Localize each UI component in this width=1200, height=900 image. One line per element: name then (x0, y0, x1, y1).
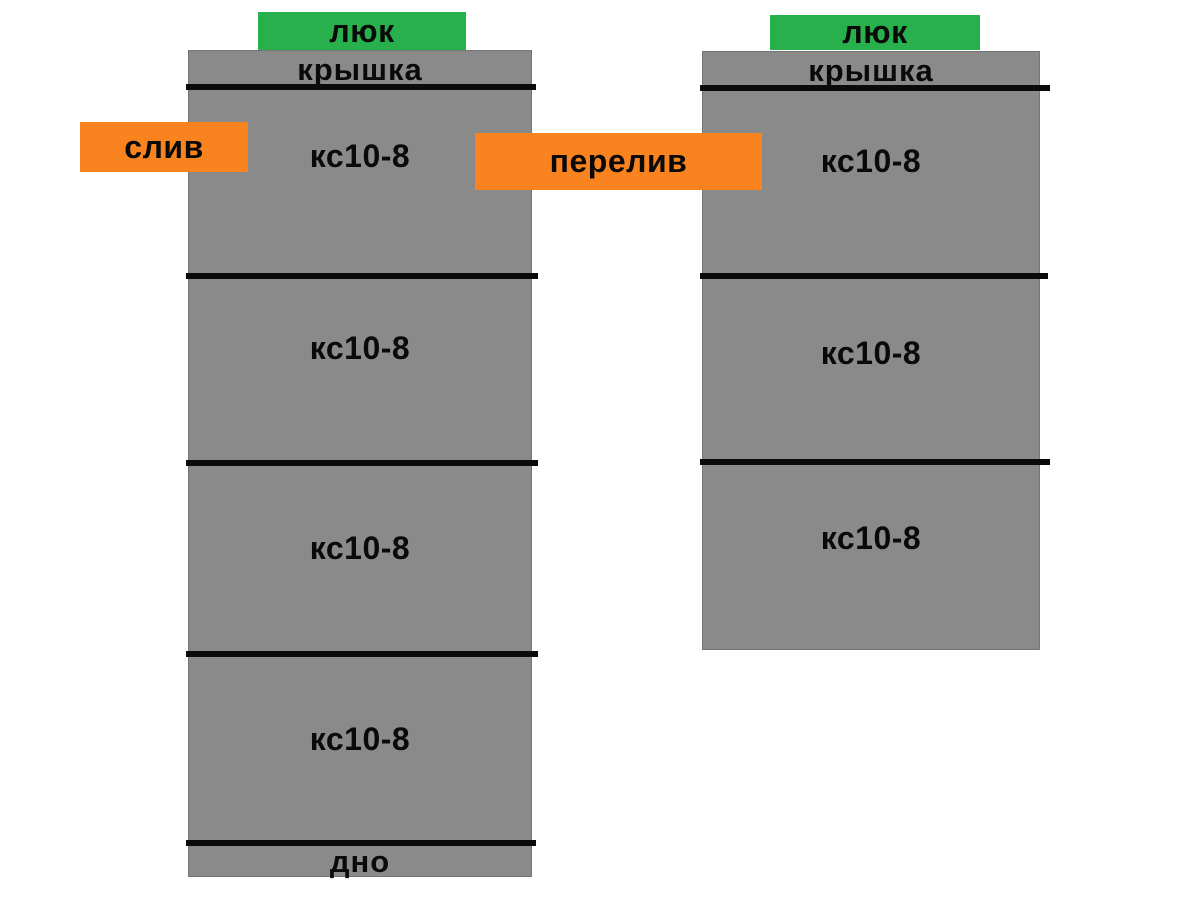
left-ring-label-2: кс10-8 (309, 330, 411, 366)
left-joint-line-3 (186, 460, 538, 466)
left-hatch-label: люк (329, 12, 395, 49)
right-joint-line-1 (700, 85, 1050, 91)
left-bottom-label: дно (329, 844, 391, 879)
overflow-tag: перелив (475, 133, 762, 190)
right-well-body: крышка кс10-8 кс10-8 кс10-8 (700, 51, 1050, 650)
left-ring-label-1: кс10-8 (309, 138, 411, 174)
left-cover-label: крышка (297, 52, 423, 87)
left-well-body: крышка кс10-8 кс10-8 кс10-8 кс10-8 дно (186, 50, 538, 879)
drain-tag-label: слив (124, 128, 204, 165)
right-joint-line-3 (700, 459, 1050, 465)
right-hatch-label: люк (842, 14, 908, 50)
left-joint-line-5 (186, 840, 536, 846)
right-hatch-box: люк (770, 14, 980, 50)
right-joint-line-2 (700, 273, 1048, 279)
drain-tag: слив (80, 122, 248, 172)
right-ring-label-3: кс10-8 (820, 520, 922, 556)
left-joint-line-2 (186, 273, 538, 279)
overflow-tag-label: перелив (549, 143, 688, 179)
left-joint-line-1 (186, 84, 536, 90)
left-hatch-box: люк (258, 12, 466, 50)
right-ring-label-2: кс10-8 (820, 335, 922, 371)
left-joint-line-4 (186, 651, 538, 657)
left-ring-label-4: кс10-8 (309, 721, 411, 757)
right-cover-label: крышка (808, 53, 934, 88)
left-ring-label-3: кс10-8 (309, 530, 411, 566)
right-ring-label-1: кс10-8 (820, 143, 922, 179)
